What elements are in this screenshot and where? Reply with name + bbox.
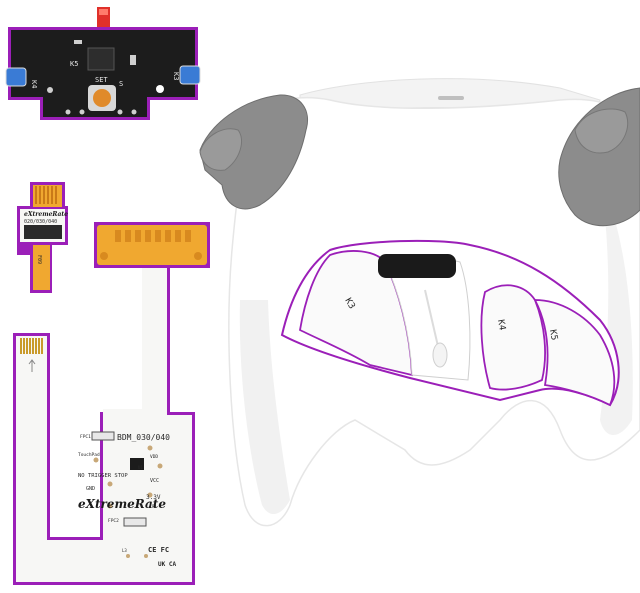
- top-remap-board: K5 S K4 K3 SET: [5, 7, 201, 120]
- label-l2: R1: [152, 504, 157, 509]
- chip-u1: [130, 458, 144, 470]
- fpc2-socket: [123, 517, 147, 527]
- label-touchpad: TouchPad: [78, 452, 100, 458]
- label-k4: K4: [30, 80, 38, 88]
- flex-board: BDM_030/040 FPC1 FPC2 TouchPad VDD NO TR…: [13, 222, 210, 585]
- label-set: SET: [95, 76, 108, 84]
- ribbon-socket: [24, 225, 62, 239]
- top-pcb-board: [11, 30, 195, 117]
- flex-gold-fingers: [20, 338, 43, 354]
- controller-grip-shadow: [239, 300, 290, 515]
- flex-cable-body: [16, 268, 192, 582]
- paddle-k5: [533, 299, 616, 407]
- label-vcc: VCC: [150, 478, 159, 484]
- label-3v3: 3.3V: [146, 494, 161, 501]
- flex-brand: eXtremeRate: [78, 497, 166, 511]
- paddle-k4-label: K4: [495, 319, 507, 331]
- label-fpc2: FPC2: [108, 518, 119, 524]
- center-button: [432, 342, 448, 368]
- label-vdd: VDD: [150, 454, 158, 460]
- left-trigger: [199, 94, 308, 210]
- label-ce-fc: CE FC: [148, 546, 169, 554]
- left-bumper: [199, 128, 242, 171]
- label-no-trigger-stop: NO TRIGGER STOP: [78, 473, 128, 479]
- right-bumper: [574, 108, 629, 154]
- label-k3: K3: [172, 72, 180, 80]
- label-u1: U1: [138, 465, 143, 470]
- ribbon-brand: eXtremeRate: [24, 211, 68, 218]
- label-ukca: UK CA: [158, 561, 176, 568]
- paddle-k3-label: K3: [342, 297, 356, 311]
- label-k5: K5: [70, 60, 78, 68]
- label-l3: L3: [122, 548, 127, 553]
- right-blue-button: [179, 65, 201, 85]
- fpc1-socket: [91, 431, 115, 441]
- label-gnd: GND: [86, 486, 95, 492]
- flex-head-pads: [100, 230, 202, 260]
- label-fpc1: FPC1: [80, 434, 91, 440]
- ribbon-model: 020/030/040: [24, 219, 57, 225]
- label-s: S: [119, 80, 123, 88]
- set-button-cap: [93, 89, 111, 107]
- left-blue-button: [5, 67, 27, 87]
- flex-model: BDM_030/040: [117, 433, 170, 442]
- ribbon-gold-fingers: [35, 186, 57, 204]
- paddle-toggle-switch: [378, 254, 456, 278]
- paddle-k4: [480, 284, 546, 391]
- top-pcb-chip: [87, 47, 115, 71]
- controller-top-slot: [438, 96, 464, 100]
- controller: K3 K4 K5: [199, 78, 640, 527]
- paddle-k5-label: K5: [547, 329, 559, 341]
- ribbon-code: F09: [36, 255, 42, 264]
- ribbon-connector: eXtremeRate 020/030/040 F09: [17, 182, 68, 293]
